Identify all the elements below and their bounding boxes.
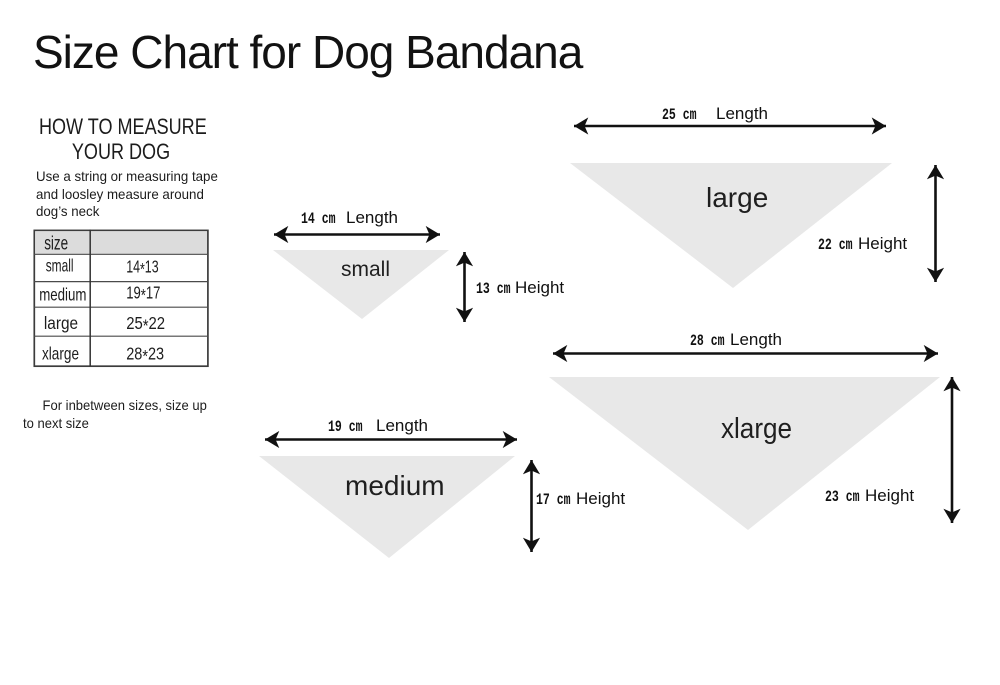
svg-text:28*23: 28*23 <box>126 344 164 367</box>
svg-text:25*22: 25*22 <box>126 313 165 336</box>
svg-text:14*13: 14*13 <box>126 256 158 279</box>
svg-text:19*17: 19*17 <box>126 283 160 306</box>
svg-text:medium: medium <box>39 284 86 304</box>
svg-text:xlarge: xlarge <box>42 344 79 364</box>
svg-text:large: large <box>44 313 78 333</box>
svg-text:small: small <box>46 256 74 276</box>
svg-text:size: size <box>44 233 68 254</box>
